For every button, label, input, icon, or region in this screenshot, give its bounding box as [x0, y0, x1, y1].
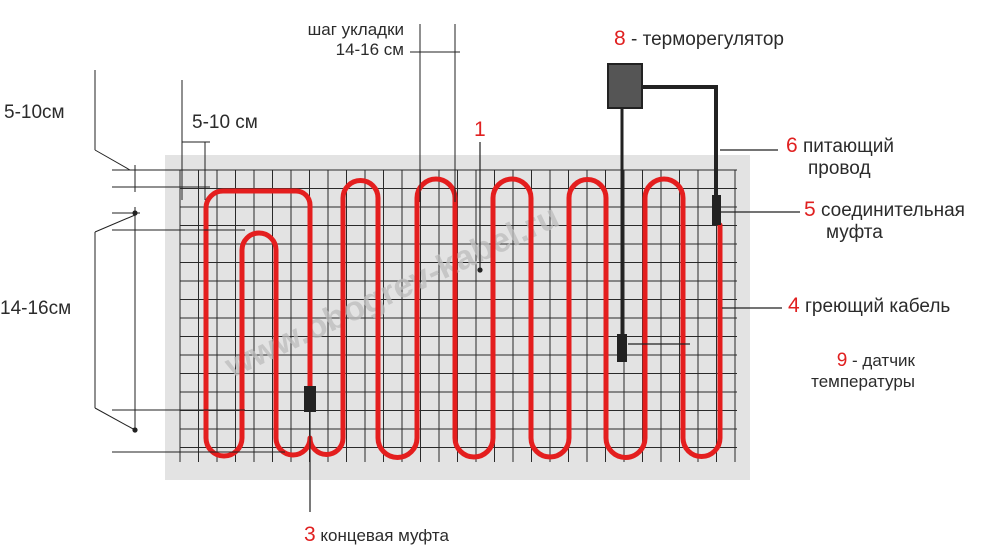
coupling-line2: муфта [826, 222, 883, 244]
callout-heating-cable: 4 греющий кабель [788, 294, 950, 318]
dimension-dot-top [132, 210, 138, 216]
callout-sensor: 9 - датчик температуры [740, 350, 915, 391]
callout-end-coupling: 3 концевая муфта [304, 523, 449, 547]
connecting-coupling [712, 195, 721, 225]
dimension-dot-bottom [132, 427, 138, 433]
dim-label-14-16-left: 14-16см [0, 298, 72, 319]
leader-lines [309, 142, 800, 512]
thermostat-number: 8 [614, 27, 626, 50]
dim-label-5-10-inner: 5-10 см [192, 112, 258, 133]
supply-wire-line1: питающий [802, 136, 895, 157]
step-label: шаг укладки 14-16 см [268, 20, 404, 59]
supply-wire-number: 6 [786, 134, 798, 157]
supply-wire-line2: провод [808, 158, 871, 180]
coupling-number: 5 [804, 198, 816, 221]
sensor-line2: температуры [811, 371, 915, 391]
step-label-line2: 14-16 см [335, 39, 404, 59]
supply-wire [642, 85, 718, 198]
thermostat-text: - терморегулятор [630, 29, 784, 50]
sensor-number: 9 [836, 350, 848, 371]
cable-1-dot [477, 267, 483, 273]
callout-1: 1 [474, 118, 486, 142]
callout-1-number: 1 [474, 118, 486, 141]
heating-cable [203, 176, 723, 460]
callout-coupling: 5 соединительная муфта [804, 198, 965, 244]
dimension-lines [94, 24, 460, 453]
sensor-line1: - датчик [852, 351, 915, 370]
end-coupling-number: 3 [304, 523, 316, 546]
coupling-line1: соединительная [820, 200, 965, 221]
dim-label-5-10-top: 5-10см [4, 102, 65, 123]
callout-supply-wire: 6 питающий провод [786, 134, 894, 180]
heating-cable-text: греющий кабель [804, 296, 951, 317]
step-label-line1: шаг укладки [307, 20, 404, 39]
end-coupling [304, 386, 316, 412]
temperature-sensor [617, 334, 627, 362]
callout-thermostat: 8 - терморегулятор [614, 27, 784, 51]
heating-cable-number: 4 [788, 294, 800, 317]
end-coupling-text: концевая муфта [320, 526, 449, 545]
thermostat-box [607, 63, 643, 109]
